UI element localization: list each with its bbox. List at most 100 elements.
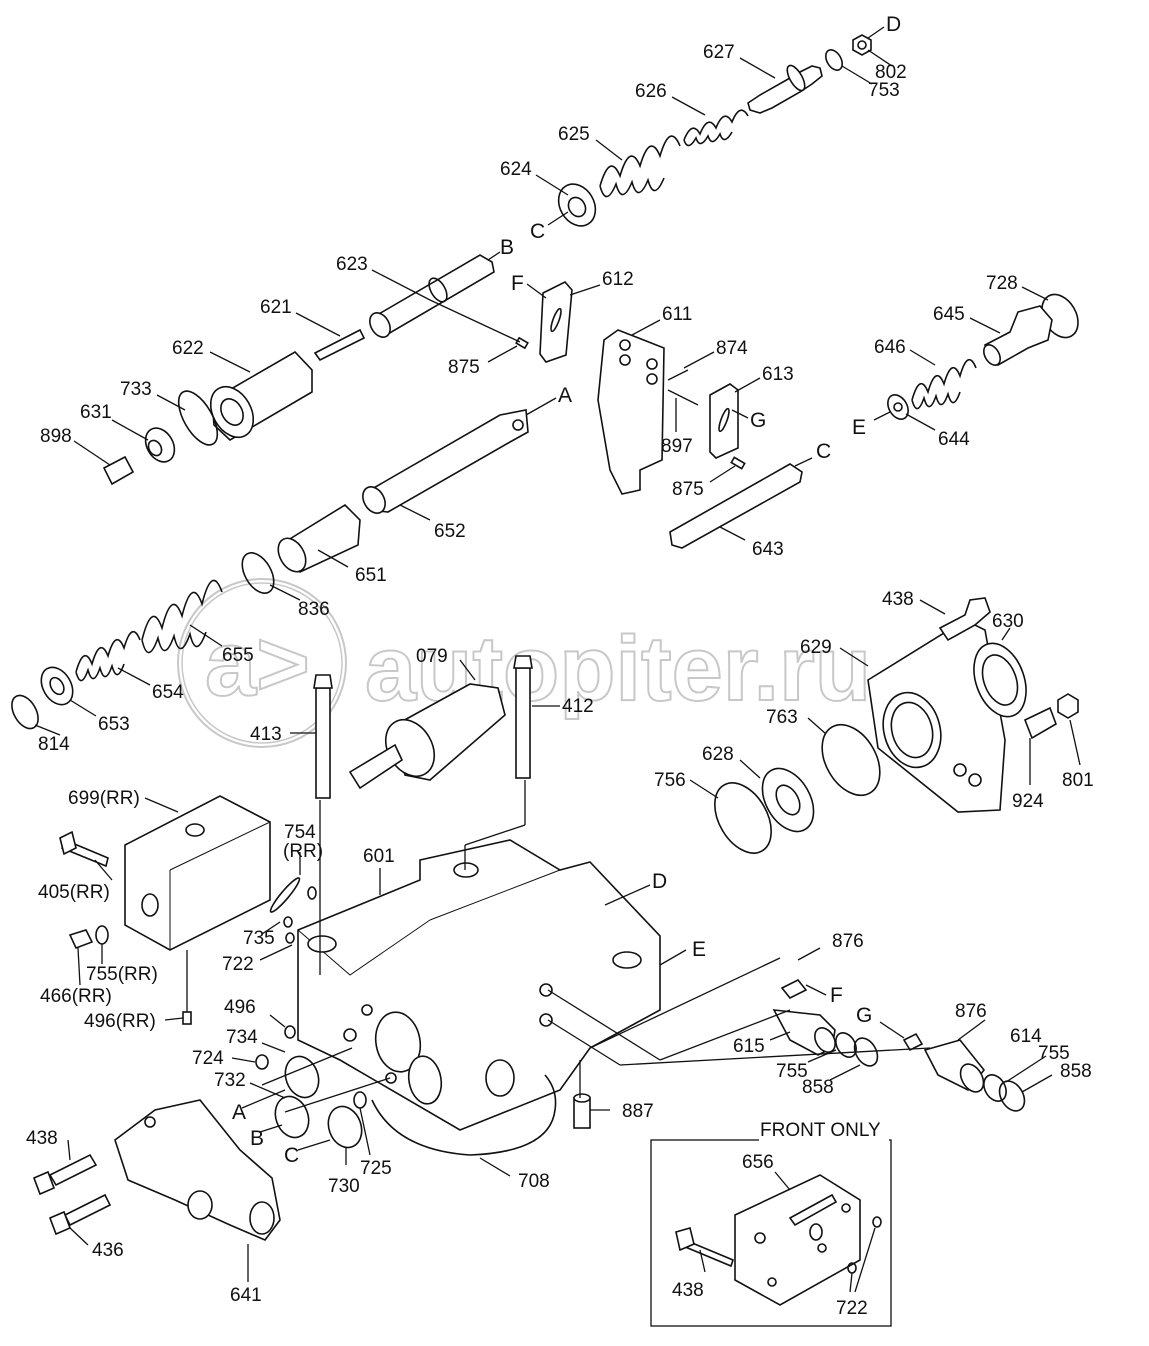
label-725: 725 <box>360 1158 392 1179</box>
label-438b: 438 <box>26 1128 58 1149</box>
label-730: 730 <box>328 1176 360 1197</box>
labels: D 802 627 753 626 625 624 C B 623 F 612 … <box>26 13 1094 1319</box>
label-858a: 858 <box>802 1077 834 1098</box>
label-876b: 876 <box>955 1001 987 1022</box>
label-651: 651 <box>355 565 387 586</box>
label-653: 653 <box>98 714 130 735</box>
label-C-mid: C <box>530 220 545 243</box>
solenoid-079 <box>313 655 533 799</box>
label-B-low: B <box>250 1127 264 1150</box>
label-627: 627 <box>703 42 735 63</box>
spring-group-top <box>557 34 872 227</box>
label-B-mid: B <box>500 236 514 259</box>
cover-629 <box>714 597 1079 854</box>
label-763: 763 <box>766 707 798 728</box>
label-898: 898 <box>40 426 72 447</box>
label-876a: 876 <box>832 931 864 952</box>
label-611: 611 <box>662 304 692 325</box>
label-438c: 438 <box>672 1280 704 1301</box>
label-645: 645 <box>933 304 965 325</box>
label-079: 079 <box>416 646 448 667</box>
label-756: 756 <box>654 770 686 791</box>
label-641: 641 <box>230 1285 262 1306</box>
front-only-title: FRONT ONLY <box>760 1120 881 1141</box>
label-G-low: G <box>856 1004 872 1027</box>
label-897: 897 <box>661 436 693 457</box>
label-656: 656 <box>742 1152 774 1173</box>
label-733: 733 <box>120 379 152 400</box>
label-735: 735 <box>243 928 275 949</box>
pin-643 <box>669 463 803 549</box>
label-728: 728 <box>986 273 1018 294</box>
links <box>515 281 746 495</box>
label-C-low: C <box>284 1144 299 1167</box>
orings <box>255 877 367 1149</box>
label-732: 732 <box>214 1070 246 1091</box>
label-D-body: D <box>652 870 667 893</box>
label-623: 623 <box>336 254 368 275</box>
label-722a: 722 <box>222 954 254 975</box>
label-655: 655 <box>222 645 254 666</box>
spool-652 <box>277 409 529 573</box>
label-626: 626 <box>635 81 667 102</box>
label-654: 654 <box>152 682 184 703</box>
label-755rr: 755(RR) <box>86 964 158 985</box>
label-625: 625 <box>558 124 590 145</box>
label-629: 629 <box>800 637 832 658</box>
label-F-mid: F <box>511 272 524 295</box>
block-699 <box>59 795 271 1025</box>
spring-group-right <box>887 293 1079 420</box>
label-436: 436 <box>92 1240 124 1261</box>
label-413: 413 <box>250 724 282 745</box>
label-412: 412 <box>562 696 594 717</box>
body-601 <box>297 839 661 1156</box>
label-613: 613 <box>762 364 794 385</box>
label-755b: 755 <box>1038 1043 1070 1064</box>
label-438a: 438 <box>882 589 914 610</box>
leader-lines <box>34 26 1081 1282</box>
label-644: 644 <box>938 429 970 450</box>
label-628: 628 <box>702 744 734 765</box>
label-875b: 875 <box>672 479 704 500</box>
label-802: 802 <box>875 62 907 83</box>
label-814: 814 <box>38 734 70 755</box>
label-836: 836 <box>298 599 330 620</box>
label-622: 622 <box>172 338 204 359</box>
label-D-top: D <box>886 13 901 36</box>
label-646: 646 <box>874 337 906 358</box>
label-858b: 858 <box>1060 1061 1092 1082</box>
label-754rr: (RR) <box>283 841 323 862</box>
label-630: 630 <box>992 611 1024 632</box>
label-734: 734 <box>226 1027 258 1048</box>
label-874: 874 <box>716 338 748 359</box>
label-643: 643 <box>752 539 784 560</box>
watermark-logo: a> <box>205 613 310 715</box>
label-466rr: 466(RR) <box>40 986 112 1007</box>
label-G-mid: G <box>750 409 766 432</box>
label-A-mid: A <box>558 384 572 407</box>
label-612: 612 <box>602 269 634 290</box>
label-621: 621 <box>260 297 292 318</box>
label-F-low: F <box>830 984 843 1007</box>
label-887: 887 <box>622 1101 654 1122</box>
label-624: 624 <box>500 159 532 180</box>
label-755a: 755 <box>776 1061 808 1082</box>
label-A-low: A <box>232 1101 246 1124</box>
label-631: 631 <box>80 402 112 423</box>
plugs <box>772 978 1026 1112</box>
front-only-box: FRONT ONLY <box>650 1120 892 1327</box>
spring-group-left <box>11 552 275 730</box>
label-754: 754 <box>284 822 316 843</box>
label-E-body: E <box>692 938 706 961</box>
label-405rr: 405(RR) <box>38 882 110 903</box>
label-708: 708 <box>518 1171 550 1192</box>
cover-641 <box>32 1099 281 1241</box>
label-699rr: 699(RR) <box>68 788 140 809</box>
label-722b: 722 <box>836 1298 868 1319</box>
label-875a: 875 <box>448 357 480 378</box>
label-C-right: C <box>816 440 831 463</box>
label-801: 801 <box>1062 770 1094 791</box>
label-E-mid: E <box>852 416 866 439</box>
label-496rr: 496(RR) <box>84 1011 156 1032</box>
